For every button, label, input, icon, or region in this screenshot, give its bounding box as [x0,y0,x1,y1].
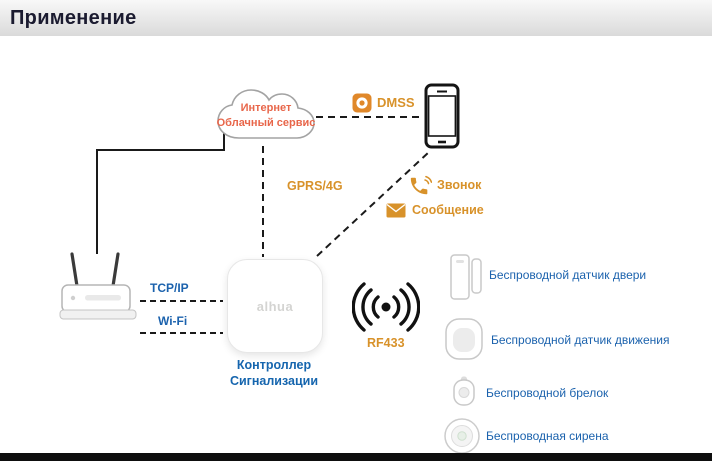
section-header-bar [0,0,712,36]
smartphone-icon [424,83,460,149]
door-sensor-icon [450,254,482,300]
device-label-door-sensor: Беспроводной датчик двери [489,268,647,282]
wifi-label: Wi-Fi [158,314,188,328]
device-label-siren: Беспроводная сирена [486,429,609,443]
cloud-icon [217,89,315,139]
cloud-label-line1: Интернет [240,102,292,114]
dmss-app-icon [352,93,372,113]
device-label-motion-sensor: Беспроводной датчик движения [491,333,670,347]
controller-label-line1: Контроллер [236,358,312,372]
gprs-label: GPRS/4G [287,179,343,193]
controller-label: Контроллер Сигнализации [203,357,345,389]
message-label: Сообщение [412,203,484,217]
cloud-label-line2: Облачный сервис [216,117,316,129]
siren-icon [444,418,480,454]
dmss-label: DMSS [377,95,415,110]
call-label: Звонок [437,178,482,192]
bottom-bar [0,453,712,461]
alarm-controller: alhua [227,259,323,353]
message-icon [386,203,406,218]
controller-label-line2: Сигнализации [229,374,319,388]
device-label-keyfob: Беспроводной брелок [486,386,609,400]
line-controller-to-phone [316,151,430,257]
cloud-label: Интернет Облачный сервис [212,101,320,131]
keyfob-icon [453,376,475,406]
line-router-to-cloud [96,132,225,254]
rf433-signal-icon [352,282,420,332]
tcpip-label: TCP/IP [150,281,189,295]
call-icon [410,175,432,195]
router-icon [59,252,137,320]
controller-brand-logo: alhua [256,298,294,314]
motion-sensor-icon [445,318,483,360]
rf433-label: RF433 [367,336,405,350]
page-title: Применение [10,7,137,29]
